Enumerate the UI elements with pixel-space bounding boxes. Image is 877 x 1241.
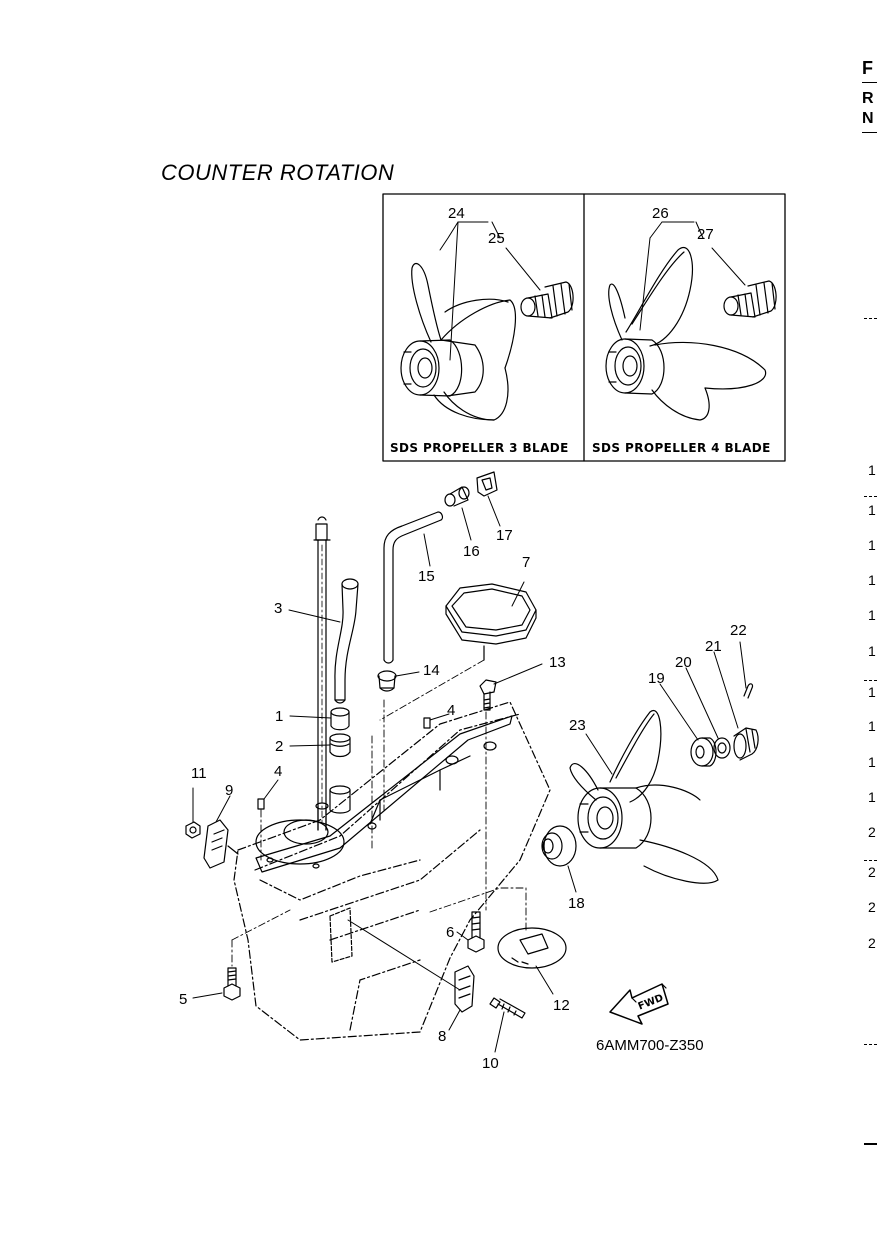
leader-lines <box>192 495 747 1053</box>
callout-20: 20 <box>675 654 692 671</box>
callout-26: 26 <box>652 205 669 222</box>
callout-13: 13 <box>549 654 566 671</box>
edge-dash <box>864 680 877 681</box>
trim-tab-drawing <box>497 927 567 969</box>
edge-dash <box>864 496 877 497</box>
edge-letter: R <box>862 90 874 107</box>
callout-22: 22 <box>730 622 747 639</box>
propeller-nut-drawing <box>723 280 777 318</box>
callout-15: 15 <box>418 568 435 585</box>
callout-2: 2 <box>275 738 283 755</box>
callout-16: 16 <box>463 543 480 560</box>
callout-18: 18 <box>568 895 585 912</box>
water-tube-drawing <box>334 578 359 704</box>
edge-rule <box>862 82 877 83</box>
bolt-drawing <box>223 911 485 1001</box>
bolt-drawing <box>479 679 497 711</box>
inset-label-4-blade: SDS PROPELLER 4 BLADE <box>592 441 771 455</box>
edge-number: 2 <box>868 864 876 880</box>
edge-number: 1 <box>868 789 876 805</box>
edge-letter: F <box>862 58 873 78</box>
edge-number: 1 <box>868 718 876 734</box>
propeller-nut-drawing <box>520 281 574 319</box>
edge-dash <box>864 318 877 319</box>
dowel-pin-drawing <box>257 717 431 810</box>
callout-7: 7 <box>522 554 530 571</box>
assembly-lines <box>231 659 527 967</box>
main-propeller-drawing <box>569 709 719 884</box>
edge-rule <box>862 132 877 133</box>
callout-12: 12 <box>553 997 570 1014</box>
callout-23: 23 <box>569 717 586 734</box>
lower-casing-drawing <box>233 701 551 1041</box>
edge-number: 1 <box>868 607 876 623</box>
anode-drawing <box>185 819 239 869</box>
callout-27: 27 <box>697 226 714 243</box>
edge-number: 1 <box>868 502 876 518</box>
propeller-inset <box>382 193 786 462</box>
callout-11: 11 <box>191 765 207 782</box>
casing-top-drawing <box>255 715 513 873</box>
callout-4b: 4 <box>447 702 455 719</box>
edge-number: 1 <box>868 462 876 478</box>
seal-drawing <box>541 825 577 867</box>
edge-dash <box>864 1044 877 1045</box>
callout-19: 19 <box>648 670 665 687</box>
callout-21: 21 <box>705 638 722 655</box>
fwd-label: FWD <box>637 993 665 1013</box>
callout-14: 14 <box>423 662 440 679</box>
propeller-hardware-drawing <box>690 683 759 767</box>
callout-3: 3 <box>274 600 282 617</box>
callout-1: 1 <box>275 708 283 725</box>
collar-drawing <box>329 707 351 758</box>
callout-8: 8 <box>438 1028 446 1045</box>
callout-4: 4 <box>274 763 282 780</box>
callout-9: 9 <box>225 782 233 799</box>
drive-shaft-drawing <box>313 516 331 831</box>
callout-10: 10 <box>482 1055 499 1072</box>
edge-letter: N <box>862 110 874 127</box>
page-title: COUNTER ROTATION <box>161 160 395 185</box>
edge-rule <box>864 1143 877 1145</box>
inset-label-3-blade: SDS PROPELLER 3 BLADE <box>390 441 569 455</box>
edge-number: 2 <box>868 824 876 840</box>
callout-25: 25 <box>488 230 505 247</box>
four-blade-propeller-drawing <box>605 247 767 421</box>
callout-17: 17 <box>496 527 513 544</box>
callout-24: 24 <box>448 205 465 222</box>
sleeve-drawing <box>444 471 498 507</box>
edge-number: 1 <box>868 754 876 770</box>
edge-dash <box>864 860 877 861</box>
edge-number: 2 <box>868 935 876 951</box>
fwd-arrow <box>609 983 669 1025</box>
edge-number: 1 <box>868 572 876 588</box>
callout-5: 5 <box>179 991 187 1008</box>
callout-6: 6 <box>446 924 454 941</box>
edge-number: 1 <box>868 537 876 553</box>
edge-number: 1 <box>868 643 876 659</box>
hose-drawing <box>383 511 444 664</box>
drawing-code: 6AMM700-Z350 <box>596 1037 704 1054</box>
side-anode-drawing <box>329 907 526 1019</box>
edge-number: 2 <box>868 899 876 915</box>
edge-number: 1 <box>868 684 876 700</box>
seal-plate-drawing <box>445 583 537 661</box>
